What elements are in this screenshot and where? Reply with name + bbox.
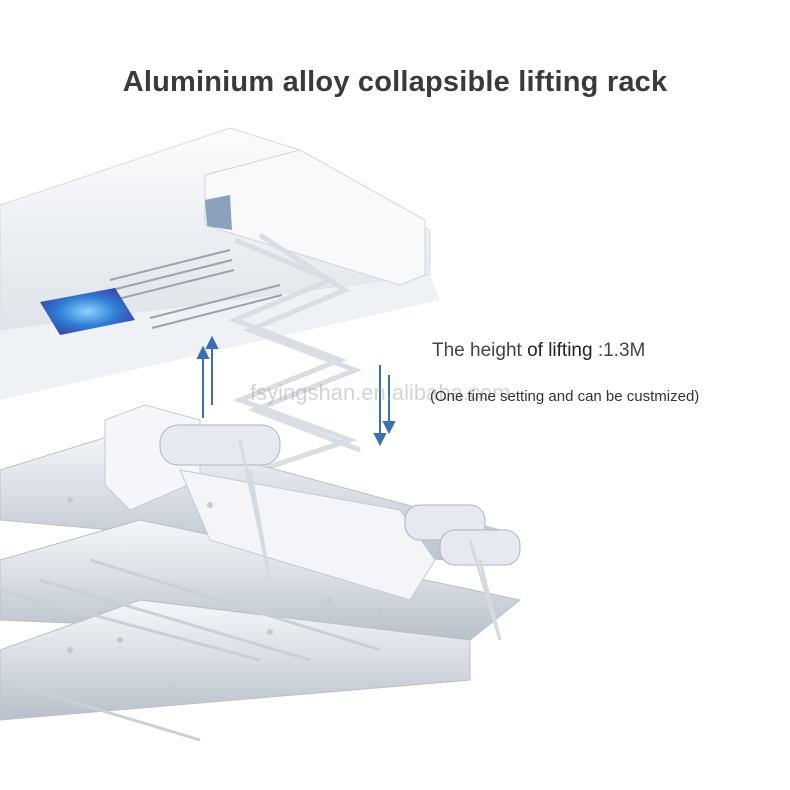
spec-emphasis: of lifting — [527, 340, 593, 361]
scissor-arms — [228, 232, 362, 473]
uv-lamp — [40, 288, 135, 335]
lift-arrows — [196, 335, 396, 447]
spec-note: (One time setting and can be custmized) — [430, 388, 700, 405]
spec-value: :1.3M — [592, 340, 646, 361]
drying-rack — [0, 404, 522, 742]
ceiling-unit — [0, 127, 440, 400]
watermark: fsyingshan.en.alibaba.com — [250, 380, 511, 405]
spec-prefix: The height — [432, 340, 528, 361]
page-title: Aluminium alloy collapsible lifting rack — [122, 66, 668, 98]
lifting-height-spec: The height of lifting :1.3M — [432, 340, 645, 362]
